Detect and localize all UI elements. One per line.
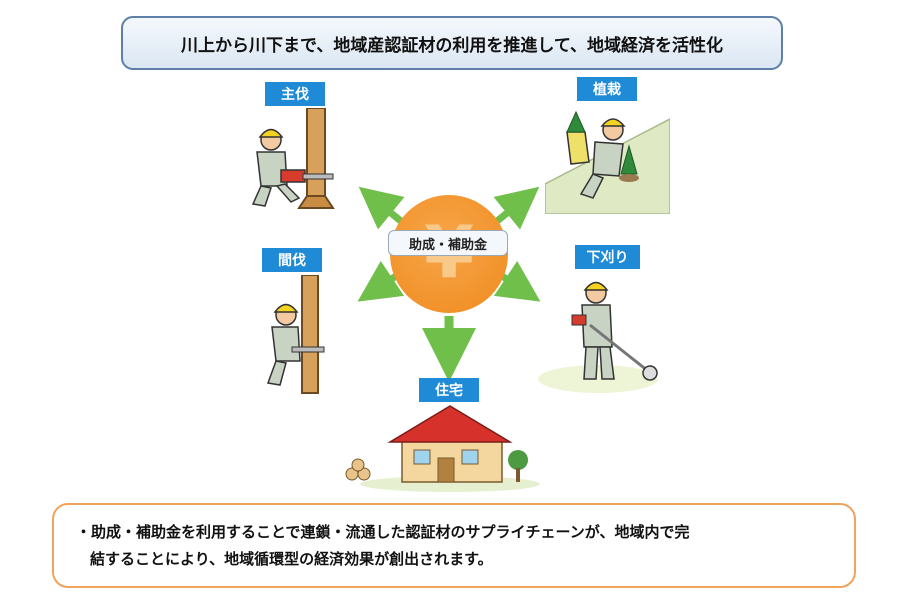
weeding-worker-illustration	[538, 281, 658, 393]
summary-note: ・助成・補助金を利用することで連鎖・流通した認証材のサプライチェーンが、地域内で…	[52, 503, 856, 588]
summary-line-2: 結することにより、地域循環型の経済効果が創出されます。	[90, 550, 493, 568]
summary-line-1: ・助成・補助金を利用することで連鎖・流通した認証材のサプライチェーンが、地域内で…	[76, 523, 690, 541]
page-title: 川上から川下まで、地域産認証材の利用を推進して、地域経済を活性化	[181, 35, 723, 56]
arrow-to-shubatsu	[358, 186, 405, 230]
house-illustration	[345, 405, 540, 492]
label-jutaku: 住宅	[419, 378, 479, 402]
label-shitagari: 下刈り	[575, 245, 640, 269]
felling-worker-illustration	[251, 108, 335, 209]
thinning-worker-illustration	[266, 275, 325, 394]
label-shokusai: 植栽	[577, 77, 637, 101]
planting-worker-illustration	[545, 110, 670, 214]
subsidy-label: 助成・補助金	[388, 230, 508, 256]
label-kanbatsu: 間伐	[262, 248, 322, 272]
arrow-to-shokusai	[493, 186, 540, 230]
title-box: 川上から川下まで、地域産認証材の利用を推進して、地域経済を活性化	[121, 16, 783, 70]
label-shubatsu: 主伐	[265, 82, 325, 106]
